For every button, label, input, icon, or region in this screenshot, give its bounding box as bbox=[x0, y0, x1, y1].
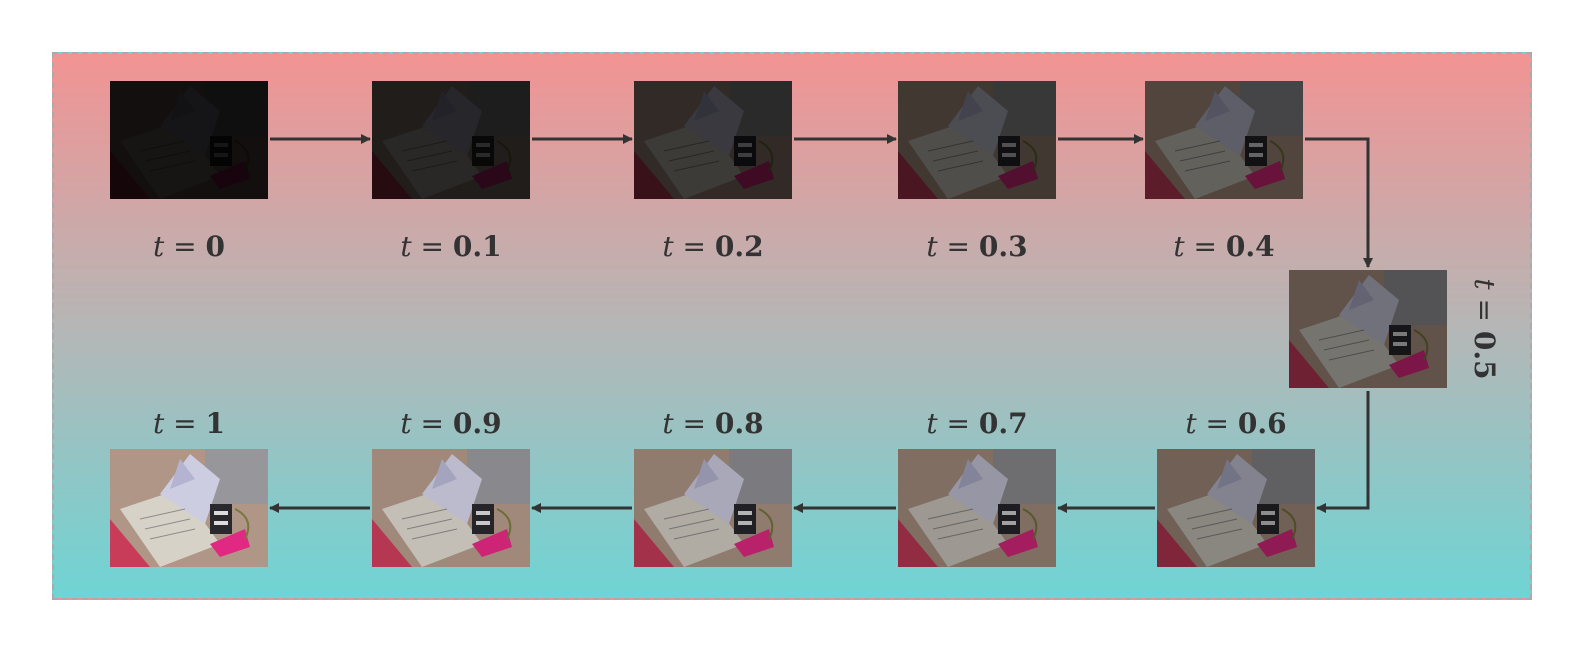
image-frame-f10 bbox=[110, 449, 268, 567]
time-label-f0: t = 0 bbox=[89, 232, 289, 262]
equals-sign: = bbox=[673, 230, 715, 263]
time-label-f10: t = 1 bbox=[89, 409, 289, 439]
time-value: 0.2 bbox=[714, 230, 764, 263]
time-variable: t bbox=[152, 407, 165, 440]
image-frame-f0 bbox=[110, 81, 268, 199]
equals-sign: = bbox=[164, 230, 206, 263]
image-frame-f4 bbox=[1145, 81, 1303, 199]
time-value: 0.7 bbox=[978, 407, 1028, 440]
equals-sign: = bbox=[1184, 230, 1226, 263]
time-label-f1: t = 0.1 bbox=[351, 232, 551, 262]
image-frame-f6 bbox=[1157, 449, 1315, 567]
time-variable: t bbox=[400, 407, 412, 440]
time-value: 0.5 bbox=[1468, 330, 1501, 380]
time-variable: t bbox=[152, 230, 165, 263]
image-frame-f2 bbox=[634, 81, 792, 199]
time-label-f6: t = 0.6 bbox=[1136, 409, 1336, 439]
image-frame-f9 bbox=[372, 449, 530, 567]
time-value: 0.4 bbox=[1225, 230, 1275, 263]
time-label-f4: t = 0.4 bbox=[1124, 232, 1324, 262]
time-label-f8: t = 0.8 bbox=[613, 409, 813, 439]
time-value: 0.6 bbox=[1237, 407, 1287, 440]
time-value: 0.8 bbox=[714, 407, 764, 440]
image-frame-f7 bbox=[898, 449, 1056, 567]
time-variable: t bbox=[400, 230, 412, 263]
image-frame-f1 bbox=[372, 81, 530, 199]
image-frame-f5 bbox=[1289, 270, 1447, 388]
equals-sign: = bbox=[411, 230, 453, 263]
equals-sign: = bbox=[411, 407, 453, 440]
equals-sign: = bbox=[1468, 289, 1501, 331]
time-label-f7: t = 0.7 bbox=[877, 409, 1077, 439]
time-label-f2: t = 0.2 bbox=[613, 232, 813, 262]
time-variable: t bbox=[662, 230, 674, 263]
time-label-f5: t = 0.5 bbox=[1468, 229, 1501, 429]
time-value: 0.1 bbox=[452, 230, 502, 263]
time-value: 1 bbox=[205, 407, 225, 440]
time-label-f9: t = 0.9 bbox=[351, 409, 551, 439]
equals-sign: = bbox=[673, 407, 715, 440]
time-variable: t bbox=[662, 407, 674, 440]
time-value: 0.9 bbox=[452, 407, 502, 440]
equals-sign: = bbox=[1196, 407, 1238, 440]
time-value: 0.3 bbox=[978, 230, 1028, 263]
time-variable: t bbox=[1173, 230, 1185, 263]
time-variable: t bbox=[1185, 407, 1197, 440]
time-value: 0 bbox=[205, 230, 225, 263]
equals-sign: = bbox=[937, 230, 979, 263]
image-frame-f8 bbox=[634, 449, 792, 567]
time-label-f3: t = 0.3 bbox=[877, 232, 1077, 262]
time-variable: t bbox=[926, 230, 938, 263]
equals-sign: = bbox=[164, 407, 206, 440]
time-variable: t bbox=[926, 407, 938, 440]
image-frame-f3 bbox=[898, 81, 1056, 199]
time-variable: t bbox=[1468, 278, 1501, 290]
equals-sign: = bbox=[937, 407, 979, 440]
